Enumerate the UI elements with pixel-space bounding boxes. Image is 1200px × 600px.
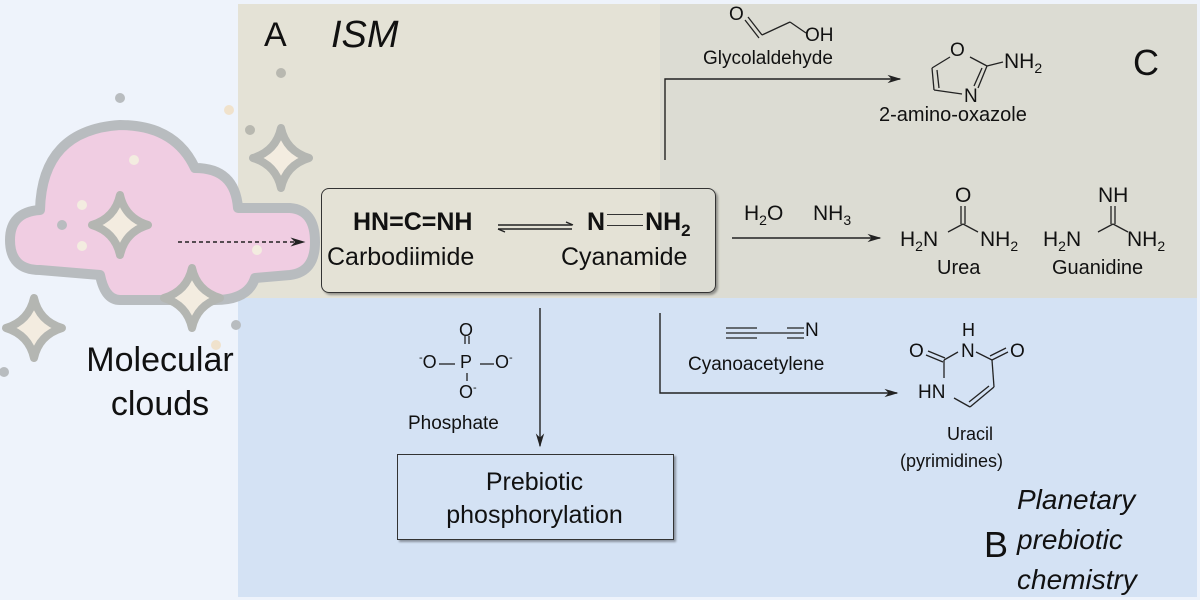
oxazole-o: O	[950, 40, 965, 61]
oxazole-sub: 2	[1034, 60, 1043, 77]
oxazole-nh: NH	[1004, 50, 1035, 73]
phosphorylation-label: Prebiotic phosphorylation	[397, 466, 672, 532]
sparkle-icons	[2, 124, 313, 362]
cyanamide-formula: N NH2	[587, 208, 691, 241]
arrow-to-oxazole	[664, 74, 902, 160]
water-h: H	[744, 202, 760, 225]
cyanamide-name: Cyanamide	[561, 243, 688, 271]
cloud-icon	[5, 120, 320, 305]
guanidine-nh-sub: 2	[1157, 238, 1166, 255]
region-b-title-line2: prebiotic	[1017, 524, 1123, 555]
region-a-title: ISM	[331, 14, 399, 56]
phosphate-o-bottom: O-	[459, 382, 477, 403]
cyanoacetylene-n: N	[805, 320, 819, 341]
charge-bottom: -	[473, 382, 477, 394]
o-right: O	[495, 352, 510, 372]
guanidine-h-sub: 2	[1058, 238, 1066, 255]
charge-left: -	[419, 352, 423, 364]
ammonia-reagent: NH3	[813, 202, 851, 228]
oxazole-label: 2-amino-oxazole	[879, 104, 1027, 126]
molecular-clouds-label: Molecular clouds	[60, 338, 260, 426]
region-c-letter: C	[1133, 42, 1159, 83]
urea-label: Urea	[937, 257, 981, 279]
region-b-planetary	[238, 298, 1197, 597]
phosphorylation-line1: Prebiotic	[485, 468, 584, 496]
uracil-label: Uracil	[947, 424, 994, 444]
uracil-n: N	[961, 341, 975, 362]
uracil-o1: O	[909, 341, 924, 362]
region-b-title-line1: Planetary	[1017, 484, 1136, 515]
oxazole-nh2: NH2	[1004, 50, 1042, 76]
region-a-letter: A	[264, 16, 287, 54]
arrow-to-uracil	[659, 313, 899, 398]
phosphate-o-left: -O	[419, 352, 437, 373]
cyanoacetylene-label: Cyanoacetylene	[688, 354, 825, 375]
guanidine-label: Guanidine	[1052, 257, 1144, 279]
cyanamide-n: N	[587, 208, 606, 236]
guanidine-structure	[1097, 206, 1129, 233]
ammonia-sub: 3	[843, 212, 852, 229]
urea-nh: NH	[980, 228, 1011, 251]
carbodiimide-formula: HN=C=NH	[353, 208, 473, 236]
guanidine-nh: NH	[1098, 184, 1129, 207]
water-reagent: H2O	[744, 202, 783, 228]
equilibrium-arrows	[497, 221, 574, 233]
water-o: O	[766, 202, 784, 225]
guanidine-nh-right: NH	[1127, 228, 1158, 251]
glycolaldehyde-structure	[744, 16, 807, 39]
phosphorylation-line2: phosphorylation	[446, 501, 623, 529]
urea-h2n: H2N	[900, 228, 938, 254]
carbodiimide-name: Carbodiimide	[327, 243, 475, 271]
cyanoacetylene-structure	[726, 327, 804, 339]
charge-right: -	[509, 352, 513, 364]
phosphate-o-right: O-	[495, 352, 513, 373]
glycolaldehyde-oh: OH	[805, 25, 834, 46]
region-c	[660, 4, 1197, 298]
urea-h-sub: 2	[915, 238, 923, 255]
guanidine-h2n: H2N	[1043, 228, 1081, 254]
urea-nh2: NH2	[980, 228, 1018, 254]
oxazole-structure	[931, 56, 1004, 95]
urea-n: N	[922, 228, 939, 251]
guanidine-n: N	[1065, 228, 1082, 251]
background-dots	[0, 68, 286, 377]
phosphate-o-top: O	[459, 320, 474, 340]
water-sub: 2	[759, 212, 767, 229]
cyanamide-nh: NH	[645, 208, 682, 236]
phosphate-structure	[439, 336, 494, 381]
uracil-hn: HN	[918, 382, 946, 403]
carbodiimide-cyanamide-box	[321, 188, 716, 293]
ammonia-nh: NH	[813, 202, 844, 225]
o-bottom: O	[459, 382, 474, 402]
oxazole-n: N	[964, 86, 978, 107]
glycolaldehyde-label: Glycolaldehyde	[703, 48, 833, 69]
uracil-h: H	[962, 320, 975, 340]
urea-structure	[947, 206, 979, 233]
guanidine-h: H	[1043, 228, 1059, 251]
uracil-sublabel: (pyrimidines)	[900, 451, 1004, 471]
triple-bond	[607, 214, 644, 226]
glycolaldehyde-o: O	[729, 4, 744, 25]
urea-nh-sub: 2	[1010, 238, 1019, 255]
phosphate-label: Phosphate	[408, 413, 499, 434]
region-b-letter: B	[984, 524, 1009, 565]
uracil-o2: O	[1010, 341, 1025, 362]
phosphate-p: P	[460, 352, 473, 372]
prebiotic-phosphorylation-box	[397, 454, 674, 540]
region-b-title: Planetary prebiotic chemistry	[1017, 480, 1137, 600]
uracil-structure	[925, 347, 1009, 408]
molecular-clouds-line2: clouds	[110, 385, 210, 423]
urea-o: O	[955, 184, 972, 207]
region-b-title-line3: chemistry	[1017, 564, 1137, 595]
o-left: O	[422, 352, 437, 372]
urea-h: H	[900, 228, 916, 251]
cyanamide-sub: 2	[681, 221, 691, 240]
guanidine-nh2: NH2	[1127, 228, 1165, 254]
molecular-clouds-line1: Molecular	[86, 341, 234, 379]
